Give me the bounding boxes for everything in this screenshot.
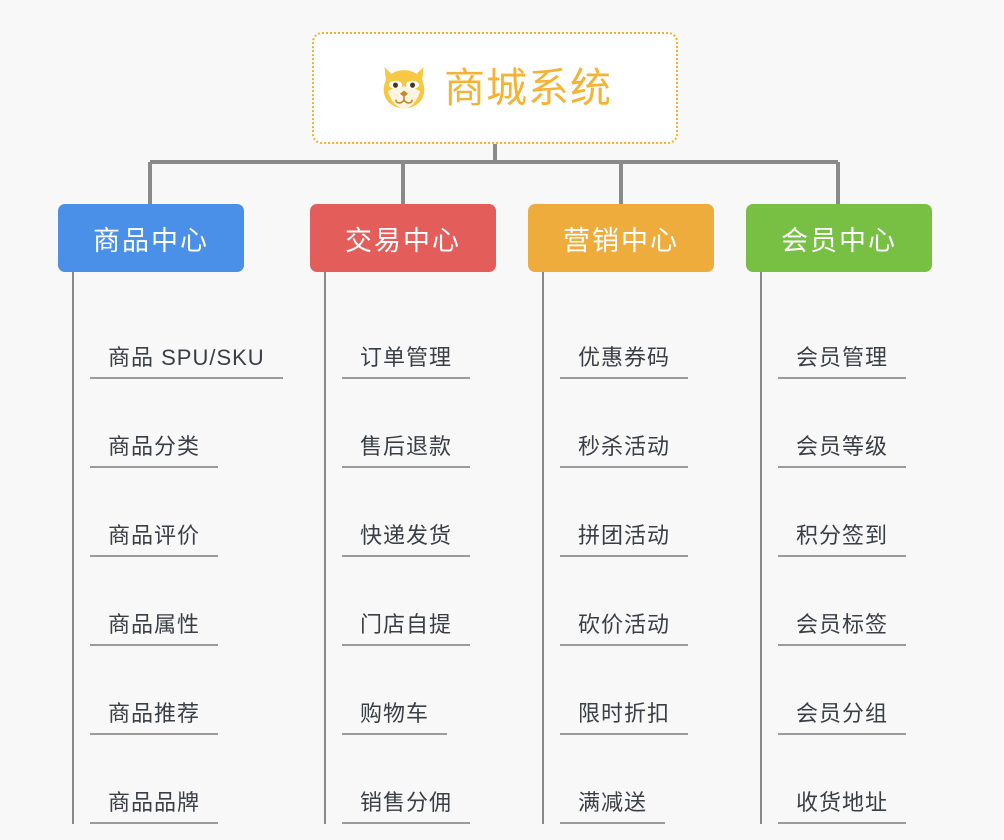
list-item[interactable]: 砍价活动 <box>560 557 760 646</box>
list-item[interactable]: 收货地址 <box>778 735 978 824</box>
list-item[interactable]: 会员分组 <box>778 646 978 735</box>
leaf-label: 商品属性 <box>90 612 219 646</box>
leaf-label: 限时折扣 <box>560 701 689 735</box>
list-item[interactable]: 拼团活动 <box>560 468 760 557</box>
list-item[interactable]: 商品 SPU/SKU <box>90 290 290 379</box>
list-item[interactable]: 优惠券码 <box>560 290 760 379</box>
shiba-dog-face-icon <box>383 66 425 109</box>
list-item[interactable]: 商品属性 <box>90 557 290 646</box>
list-item[interactable]: 商品评价 <box>90 468 290 557</box>
leaf-label: 会员等级 <box>778 434 907 468</box>
leaf-label: 商品评价 <box>90 523 219 557</box>
branch-header-label: 交易中心 <box>345 225 461 256</box>
leaf-label: 收货地址 <box>778 790 907 824</box>
leaf-label: 满减送 <box>560 790 666 824</box>
leaf-label: 优惠券码 <box>560 345 689 379</box>
list-item[interactable]: 商品分类 <box>90 379 290 468</box>
list-item[interactable]: 满减送 <box>560 735 760 824</box>
branch-header-marketing-center[interactable]: 营销中心 <box>528 204 714 272</box>
branch-header-transaction-center[interactable]: 交易中心 <box>310 204 496 272</box>
list-item[interactable]: 秒杀活动 <box>560 379 760 468</box>
leaf-label: 购物车 <box>342 701 448 735</box>
leaf-label: 商品分类 <box>90 434 219 468</box>
branch-header-label: 营销中心 <box>563 225 679 256</box>
leaf-list-member-center: 会员管理 会员等级 积分签到 会员标签 会员分组 收货地址 <box>760 272 978 824</box>
leaf-label: 订单管理 <box>342 345 471 379</box>
leaf-list-transaction-center: 订单管理 售后退款 快递发货 门店自提 购物车 销售分佣 <box>324 272 542 824</box>
branch-header-product-center[interactable]: 商品中心 <box>58 204 244 272</box>
list-item[interactable]: 销售分佣 <box>342 735 542 824</box>
leaf-label: 会员分组 <box>778 701 907 735</box>
leaf-label: 商品 SPU/SKU <box>90 345 283 379</box>
list-item[interactable]: 积分签到 <box>778 468 978 557</box>
leaf-label: 秒杀活动 <box>560 434 689 468</box>
list-item[interactable]: 会员管理 <box>778 290 978 379</box>
branch-column-marketing-center: 营销中心 优惠券码 秒杀活动 拼团活动 砍价活动 限时折扣 满减送 <box>528 204 760 824</box>
branch-header-member-center[interactable]: 会员中心 <box>746 204 932 272</box>
leaf-list-product-center: 商品 SPU/SKU 商品分类 商品评价 商品属性 商品推荐 商品品牌 <box>72 272 290 824</box>
root-node-label: 商城系统 <box>444 64 612 111</box>
list-item[interactable]: 会员标签 <box>778 557 978 646</box>
root-node[interactable]: 商城系统 <box>312 32 678 144</box>
list-item[interactable]: 购物车 <box>342 646 542 735</box>
branch-column-product-center: 商品中心 商品 SPU/SKU 商品分类 商品评价 商品属性 商品推荐 商品品牌 <box>58 204 290 824</box>
list-item[interactable]: 商品推荐 <box>90 646 290 735</box>
leaf-label: 门店自提 <box>342 612 471 646</box>
list-item[interactable]: 会员等级 <box>778 379 978 468</box>
leaf-label: 会员标签 <box>778 612 907 646</box>
list-item[interactable]: 限时折扣 <box>560 646 760 735</box>
leaf-label: 会员管理 <box>778 345 907 379</box>
leaf-label: 商品品牌 <box>90 790 219 824</box>
leaf-label: 快递发货 <box>342 523 471 557</box>
leaf-label: 积分签到 <box>778 523 907 557</box>
leaf-label: 拼团活动 <box>560 523 689 557</box>
list-item[interactable]: 门店自提 <box>342 557 542 646</box>
branch-column-transaction-center: 交易中心 订单管理 售后退款 快递发货 门店自提 购物车 销售分佣 <box>310 204 542 824</box>
leaf-label: 砍价活动 <box>560 612 689 646</box>
leaf-label: 销售分佣 <box>342 790 471 824</box>
list-item[interactable]: 售后退款 <box>342 379 542 468</box>
list-item[interactable]: 商品品牌 <box>90 735 290 824</box>
branch-header-label: 商品中心 <box>93 225 209 256</box>
leaf-label: 商品推荐 <box>90 701 219 735</box>
leaf-label: 售后退款 <box>342 434 471 468</box>
list-item[interactable]: 快递发货 <box>342 468 542 557</box>
branch-column-member-center: 会员中心 会员管理 会员等级 积分签到 会员标签 会员分组 收货地址 <box>746 204 978 824</box>
branch-header-label: 会员中心 <box>781 225 897 256</box>
list-item[interactable]: 订单管理 <box>342 290 542 379</box>
leaf-list-marketing-center: 优惠券码 秒杀活动 拼团活动 砍价活动 限时折扣 满减送 <box>542 272 760 824</box>
